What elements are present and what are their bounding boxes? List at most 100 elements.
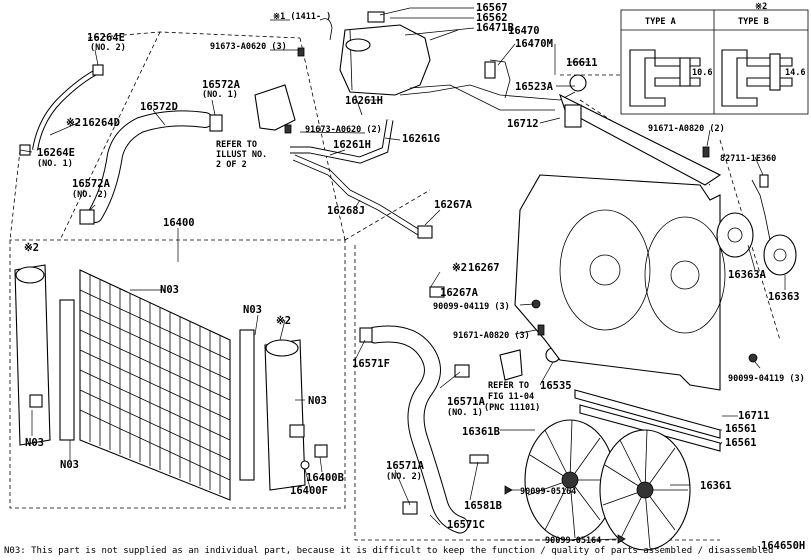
label-16571a-mid-qual: (NO. 1)	[447, 408, 483, 418]
label-16523a[interactable]: 16523A	[515, 81, 554, 93]
type-inset: ※2 TYPE A TYPE B 10.6 14.6	[620, 2, 809, 115]
label-16400[interactable]: 16400	[163, 217, 195, 229]
label-16581b[interactable]: 16581B	[464, 500, 502, 512]
label-16261h-top[interactable]: 16261H	[345, 95, 383, 107]
label-16567[interactable]: 16567	[476, 2, 508, 14]
label-91673a[interactable]: 91673-A0620 (3)	[210, 42, 287, 52]
label-mark2-16267: ※2	[452, 262, 467, 274]
label-16361[interactable]: 16361	[700, 480, 732, 492]
label-91673b[interactable]: 91673-A0620 (2)	[305, 125, 382, 135]
label-16572a-top-qual: (NO. 1)	[202, 90, 238, 100]
label-16400f[interactable]: 16400F	[290, 485, 328, 497]
label-ref-fig-1: REFER TO	[488, 381, 529, 391]
drain-cock-icon	[314, 444, 328, 458]
label-16572a-bot-qual: (NO. 2)	[72, 190, 108, 200]
label-16361b[interactable]: 16361B	[462, 426, 500, 438]
inset-mark: ※2	[755, 2, 767, 12]
label-16267a-top[interactable]: 16267A	[434, 199, 473, 211]
bolts	[531, 146, 758, 363]
label-16711[interactable]: 16711	[738, 410, 770, 422]
type-b-clip-icon	[769, 53, 781, 91]
label-ref-fig-3: (PNC 11101)	[484, 403, 540, 413]
label-mark1-date: ※1 (1411- )	[273, 12, 331, 22]
label-16470[interactable]: 16470	[508, 25, 540, 37]
radiator-cap-icon	[569, 74, 587, 92]
label-ref-fig-2: FIG 11-04	[488, 392, 534, 402]
fan-16361	[599, 429, 691, 551]
reservoir-tank	[319, 11, 587, 116]
shroud-bracket-16712	[559, 93, 722, 186]
clamp-16571a-mid-icon	[454, 364, 470, 378]
reservoir-cap-icon	[345, 38, 371, 52]
radiator-right-tank	[264, 339, 306, 491]
label-ref-illus-3: 2 OF 2	[216, 160, 247, 170]
label-16712[interactable]: 16712	[507, 118, 539, 130]
fan-motor-16363-icon	[763, 234, 797, 276]
label-91671b[interactable]: 91671-A0820 (3)	[453, 331, 530, 341]
upper-hoses	[19, 47, 433, 239]
label-16400b[interactable]: 16400B	[306, 472, 344, 484]
label-16470m[interactable]: 16470M	[515, 38, 553, 50]
label-90099d[interactable]: 90099-05164	[545, 536, 601, 546]
label-16267[interactable]: 16267	[468, 262, 500, 274]
bolt-91671b-icon	[537, 324, 545, 336]
label-16572d[interactable]: 16572D	[140, 101, 178, 113]
lower-hoses	[359, 286, 561, 534]
label-16264d[interactable]: 16264D	[82, 117, 120, 129]
label-16571f[interactable]: 16571F	[352, 358, 390, 370]
label-n03-core: N03	[160, 284, 179, 296]
type-a-label: TYPE A	[645, 17, 676, 27]
label-16264e-top-qual: (NO. 2)	[90, 43, 126, 53]
label-16571a-mid[interactable]: 16571A	[447, 396, 486, 408]
label-16571a-bot[interactable]: 16571A	[386, 460, 425, 472]
fan-motor-16363a-icon	[716, 212, 754, 258]
radiator-assembly	[14, 264, 328, 501]
clamp-16470m-icon	[484, 61, 496, 79]
label-16471b[interactable]: 16471B	[476, 22, 514, 34]
label-16572a-top[interactable]: 16572A	[202, 79, 241, 91]
label-16261g[interactable]: 16261G	[402, 133, 440, 145]
label-91671a[interactable]: 91671-A0820 (2)	[648, 124, 725, 134]
clamp-16571f-icon	[359, 327, 373, 343]
label-16264e-bot[interactable]: 16264E	[37, 147, 75, 159]
label-16363[interactable]: 16363	[768, 291, 800, 303]
connector-82711-icon	[759, 174, 769, 188]
label-16561a[interactable]: 16561	[725, 423, 757, 435]
label-90099c[interactable]: 90099-05164	[520, 487, 576, 497]
label-16571c[interactable]: 16571C	[447, 519, 485, 531]
label-16611[interactable]: 16611	[566, 57, 598, 69]
label-16561b[interactable]: 16561	[725, 437, 757, 449]
footnote: N03: This part is not supplied as an ind…	[4, 546, 773, 556]
label-16264e-top[interactable]: 16264E	[87, 32, 125, 44]
label-mark2-16264d: ※2	[66, 117, 81, 129]
label-n03-gasket-left: N03	[60, 459, 79, 471]
label-82711[interactable]: 82711-1E360	[720, 154, 776, 164]
fan-16361b	[524, 419, 616, 541]
label-16535[interactable]: 16535	[540, 380, 572, 392]
radiator-fins	[79, 275, 231, 494]
bolt-91673b-icon	[284, 124, 292, 134]
label-mark2-left: ※2	[24, 242, 39, 254]
fan-shroud	[514, 93, 726, 391]
label-16267a[interactable]: 16267A	[440, 287, 479, 299]
label-16572a-bot[interactable]: 16572A	[72, 178, 111, 190]
dim-b: 14.6	[785, 68, 805, 78]
type-b-label: TYPE B	[738, 17, 769, 27]
label-ref-illus-2: ILLUST NO.	[216, 150, 267, 160]
part-labels[interactable]: ※1 (1411- ) 16567 ※2 16562 16471B 16470 …	[24, 2, 805, 546]
radiator-gasket-right	[239, 329, 255, 481]
clip-16267a-icon	[417, 225, 433, 239]
label-ref-illus-1: REFER TO	[216, 140, 257, 150]
label-16562[interactable]: 16562	[476, 12, 508, 24]
label-16261h[interactable]: 16261H	[333, 139, 371, 151]
label-90099a[interactable]: 90099-04119 (3)	[433, 302, 510, 312]
nut-90099b-icon	[748, 353, 758, 363]
label-16264e-bot-qual: (NO. 1)	[37, 159, 73, 169]
label-90099b[interactable]: 90099-04119 (3)	[728, 374, 805, 384]
label-16268j[interactable]: 16268J	[327, 205, 365, 217]
pipe-fig11-04	[499, 349, 523, 381]
radiator-left-tank	[14, 264, 51, 446]
label-16363a[interactable]: 16363A	[728, 269, 767, 281]
label-mark2-right: ※2	[276, 315, 291, 327]
